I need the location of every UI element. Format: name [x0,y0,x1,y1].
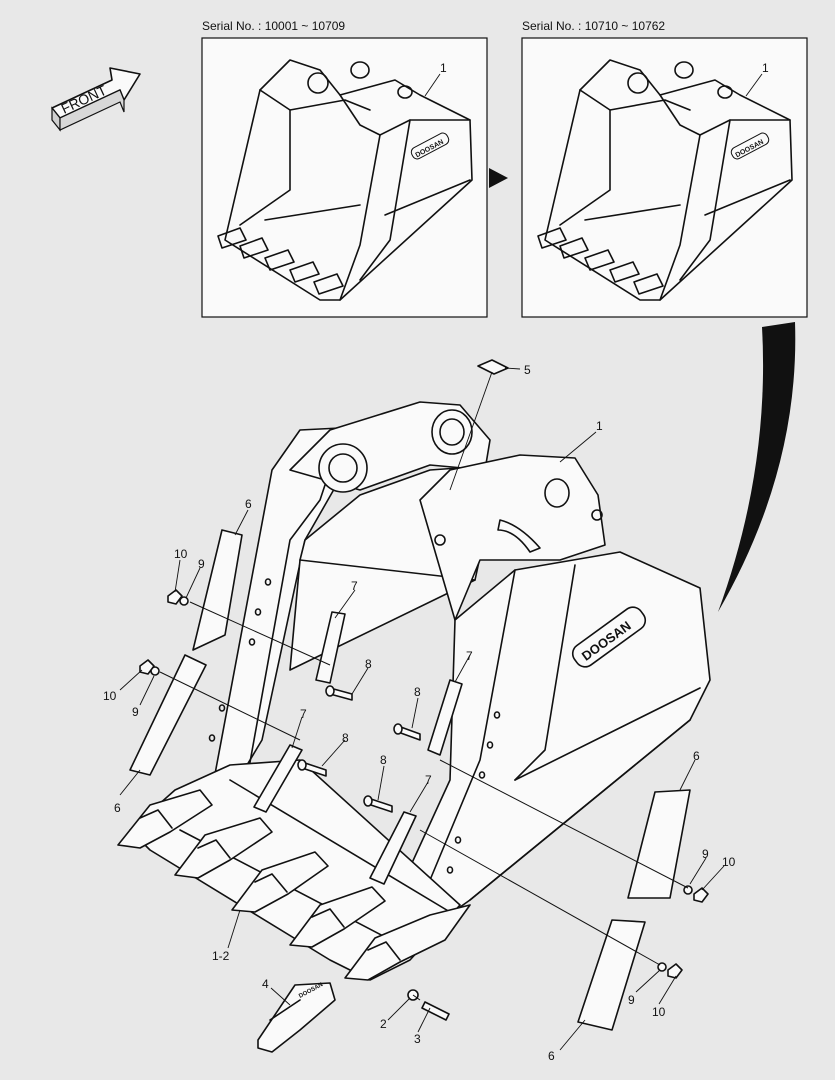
leader-lines [119,367,725,1051]
callout-6d: 6 [548,1049,555,1063]
callout-9d: 9 [628,993,635,1007]
tooth [344,904,471,981]
straps [253,611,463,885]
callout-10c: 10 [722,855,736,869]
inset-right-bucket: DOOSAN [537,59,793,301]
side-cutter-lower-right [577,919,646,1031]
callout-7a: 7 [351,579,358,593]
tooth [231,851,329,913]
inset-left-serial-label: Serial No. : 10001 ~ 10709 [202,19,345,33]
callout-10a: 10 [174,547,188,561]
callout-8a: 8 [365,657,372,671]
teeth-row [117,789,471,981]
callout-7b: 7 [466,649,473,663]
tooth [289,886,386,948]
inset-left-leader [424,73,441,97]
inset-right: Serial No. : 10710 ~ 10762 DOOSAN 1 [521,19,808,318]
tooth [117,789,213,849]
strap [369,811,417,885]
callout-7d: 7 [425,773,432,787]
callout-5: 5 [524,363,531,377]
callout-4: 4 [262,977,269,991]
callout-10d: 10 [652,1005,666,1019]
inset-right-callout: 1 [762,61,769,75]
callout-2: 2 [380,1017,387,1031]
callout-9a: 9 [198,557,205,571]
callout-6a: 6 [245,497,252,511]
callout-9c: 9 [702,847,709,861]
decal-5 [477,359,509,375]
side-cutter-upper-right [627,789,691,899]
loose-tooth: DOOSAN [257,982,336,1053]
tooth-pin [421,1001,450,1021]
callout-1: 1 [596,419,603,433]
callout-8c: 8 [342,731,349,745]
callout-8d: 8 [380,753,387,767]
side-holes [208,578,501,874]
side-cutter-upper-left [192,529,243,651]
callout-7c: 7 [300,707,307,721]
bolts [297,685,421,813]
callout-labels: 1 5 6 10 9 10 9 6 7 7 7 7 8 8 8 8 6 9 10… [103,363,736,1063]
strap [427,679,463,756]
callout-1-2: 1-2 [212,949,230,963]
callout-9b: 9 [132,705,139,719]
strap [253,744,303,813]
tooth [174,817,273,879]
successor-arrow-icon [489,168,508,188]
main-bucket: DOOSAN [129,401,711,981]
inset-right-leader [745,73,763,97]
inset-right-serial-label: Serial No. : 10710 ~ 10762 [522,19,665,33]
front-arrow-icon: FRONT [51,67,141,132]
callout-6c: 6 [693,749,700,763]
centerlines [159,601,689,1001]
callout-10b: 10 [103,689,117,703]
callout-6b: 6 [114,801,121,815]
inset-left-callout: 1 [440,61,447,75]
washers-nuts [139,589,709,979]
callout-8b: 8 [414,685,421,699]
detail-swoosh-icon [718,322,796,612]
callout-3: 3 [414,1032,421,1046]
inset-left: Serial No. : 10001 ~ 10709 DOOSAN 1 [201,19,488,318]
strap [315,611,346,684]
